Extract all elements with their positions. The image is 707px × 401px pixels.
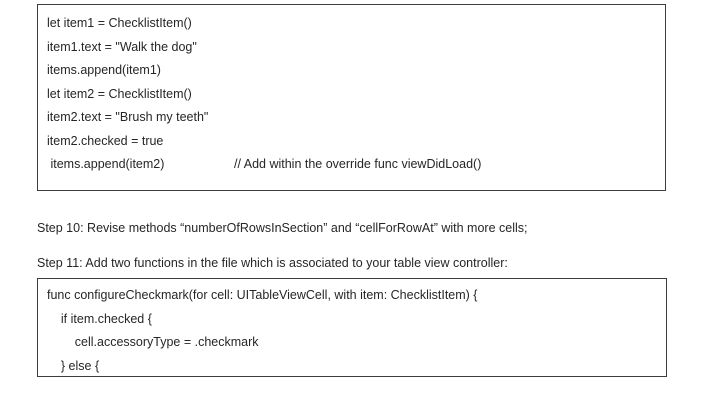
code-line: item2.checked = true: [47, 133, 164, 148]
code-line-text: items.append(item2): [47, 157, 165, 171]
code-line: items.append(item1): [47, 63, 161, 77]
code-block-configure-checkmark: func configureCheckmark(for cell: UITabl…: [37, 278, 667, 377]
code-line: if item.checked {: [47, 311, 152, 326]
code-comment: // Add within the override func viewDidL…: [234, 157, 482, 171]
code-line: let item2 = ChecklistItem(): [47, 86, 192, 101]
code-line: let item1 = ChecklistItem(): [47, 16, 192, 30]
code-line: item2.text = "Brush my teeth": [47, 110, 209, 124]
code-line: item1.text = "Walk the dog": [47, 39, 197, 54]
step-10-instruction: Step 10: Revise methods “numberOfRowsInS…: [37, 221, 528, 235]
code-line: func configureCheckmark(for cell: UITabl…: [47, 288, 478, 302]
code-line-with-comment: items.append(item2) // Add within the ove…: [38, 153, 665, 177]
code-block-swift-items: let item1 = ChecklistItem() item1.text =…: [37, 4, 666, 191]
step-11-instruction: Step 11: Add two functions in the file w…: [37, 256, 508, 270]
code-line: } else {: [47, 358, 100, 373]
code-line: cell.accessoryType = .checkmark: [47, 335, 259, 349]
